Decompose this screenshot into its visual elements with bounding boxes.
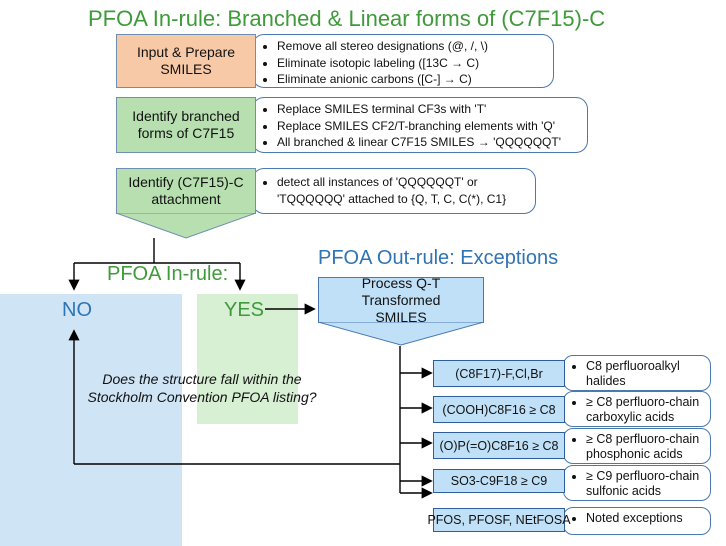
process-arrow-tip — [318, 322, 484, 346]
step1-bullet: Eliminate anionic carbons ([C-] → C) — [277, 71, 545, 88]
yes-panel — [197, 294, 298, 424]
step2-bullets: Replace SMILES terminal CF3s with 'T' Re… — [252, 97, 588, 153]
exception-note-text: ≥ C8 perfluoro-chain phosphonic acids — [586, 432, 704, 462]
step3-bullet: detect all instances of 'QQQQQQT' or 'TQ… — [277, 174, 527, 207]
exception-note: ≥ C8 perfluoro-chain phosphonic acids — [563, 428, 711, 464]
exception-note-text: ≥ C9 perfluoro-chain sulfonic acids — [586, 469, 704, 499]
in-rule-label: PFOA In-rule: — [107, 263, 229, 285]
exception-note: ≥ C8 perfluoro-chain carboxylic acids — [563, 391, 711, 427]
step3-bullets: detect all instances of 'QQQQQQT' or 'TQ… — [252, 168, 536, 214]
step2-box: Identify branched forms of C7F15 — [116, 97, 256, 153]
process-label: Process Q-T Transformed SMILES — [361, 274, 441, 325]
exception-note-text: Noted exceptions — [586, 511, 704, 526]
step1-bullet: Eliminate isotopic labeling ([13C → C) — [277, 55, 545, 72]
decision-question: Does the structure fall within the Stock… — [87, 371, 317, 405]
no-panel — [0, 294, 182, 546]
step1-label: Input & Prepare SMILES — [136, 44, 236, 77]
step3-arrow-tip — [116, 213, 256, 239]
yes-label: YES — [224, 299, 265, 321]
exception-pattern: (COOH)C8F16 ≥ C8 — [433, 396, 565, 423]
out-rule-title: PFOA Out-rule: Exceptions — [318, 247, 559, 269]
process-box: Process Q-T Transformed SMILES — [318, 274, 484, 325]
step3-label: Identify (C7F15)-C attachment — [128, 174, 244, 207]
step1-bullet: Remove all stereo designations (@, /, \) — [277, 38, 545, 55]
step3-box: Identify (C7F15)-C attachment — [116, 168, 256, 214]
step1-box: Input & Prepare SMILES — [116, 34, 256, 88]
step2-label: Identify branched forms of C7F15 — [132, 108, 240, 141]
exception-note: C8 perfluoroalkyl halides — [563, 355, 711, 391]
exception-pattern: (O)P(=O)C8F16 ≥ C8 — [433, 432, 565, 459]
step2-bullet: All branched & linear C7F15 SMILES → 'QQ… — [277, 134, 579, 151]
in-rule-title: PFOA In-rule: Branched & Linear forms of… — [88, 6, 606, 31]
step1-bullets: Remove all stereo designations (@, /, \)… — [252, 34, 554, 88]
step2-bullet: Replace SMILES CF2/T-branching elements … — [277, 118, 579, 135]
exception-pattern: PFOS, PFOSF, NEtFOSA — [427, 508, 571, 532]
step2-bullet: Replace SMILES terminal CF3s with 'T' — [277, 101, 579, 118]
exception-pattern: SO3-C9F18 ≥ C9 — [433, 469, 565, 493]
exception-pattern: (C8F17)-F,Cl,Br — [433, 360, 565, 387]
no-label: NO — [62, 299, 92, 321]
exception-note: Noted exceptions — [563, 507, 711, 535]
exception-note: ≥ C9 perfluoro-chain sulfonic acids — [563, 465, 711, 501]
exception-note-text: C8 perfluoroalkyl halides — [586, 359, 704, 389]
exception-note-text: ≥ C8 perfluoro-chain carboxylic acids — [586, 395, 704, 425]
